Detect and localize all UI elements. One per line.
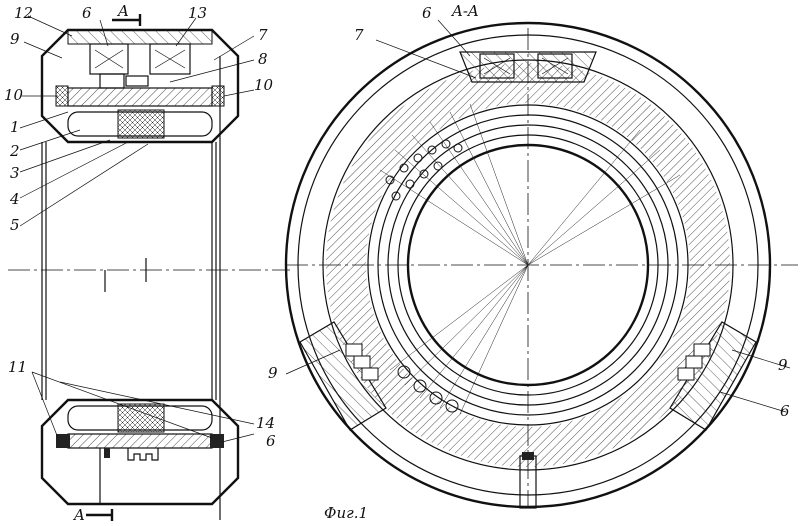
part-label: 13 [188,4,207,22]
figure-caption: Фиг.1 [324,504,368,522]
side-ring-lower-left [56,434,70,448]
section-label-bottom: A [72,506,85,524]
longitudinal-section-view [8,14,290,521]
lower-gear-tooth [128,448,158,460]
part-label: 5 [10,216,20,234]
mechanism-12-gear [126,76,148,86]
part-label: 9 [10,30,20,48]
bottom-key-head [522,452,534,460]
part-label: 6 [266,432,276,450]
side-ring-lower-right [210,434,224,448]
part-label: 14 [256,414,275,432]
part-label: 9 [268,364,278,382]
section-view-label: A-A [450,2,479,20]
coil-winding-cross [155,50,185,68]
side-ring-right [212,86,224,106]
upper-stator-block [68,88,212,106]
part-label: 7 [354,26,364,44]
cross-section-view [286,20,798,508]
leader-lines-left [20,16,254,442]
coil-winding-cross [95,50,123,68]
section-marker-bottom [86,509,112,521]
part-label: 11 [8,358,27,376]
upper-outer-shell [68,30,212,44]
part-label: 6 [82,4,92,22]
rotor-core-upper [118,110,164,138]
part-label: 8 [258,50,268,68]
part-label: 4 [9,190,20,208]
mechanism-12 [100,74,124,88]
part-label: 12 [14,4,33,22]
part-label: 6 [422,4,432,22]
part-label: 10 [4,86,24,104]
part-labels-left: 12 6 13 9 7 8 10 10 1 2 3 4 5 11 14 6 [4,4,276,450]
part-label: 3 [10,164,20,182]
part-label: 6 [780,402,790,420]
lower-pin [104,448,110,458]
part-label: 7 [258,26,268,44]
lower-stator-block [68,434,212,448]
section-label-top: A [116,2,129,20]
part-label: 2 [9,142,20,160]
radial-lines [380,104,680,414]
part-label: 9 [778,356,788,374]
part-label: 1 [10,118,20,136]
part-label: 10 [254,76,274,94]
